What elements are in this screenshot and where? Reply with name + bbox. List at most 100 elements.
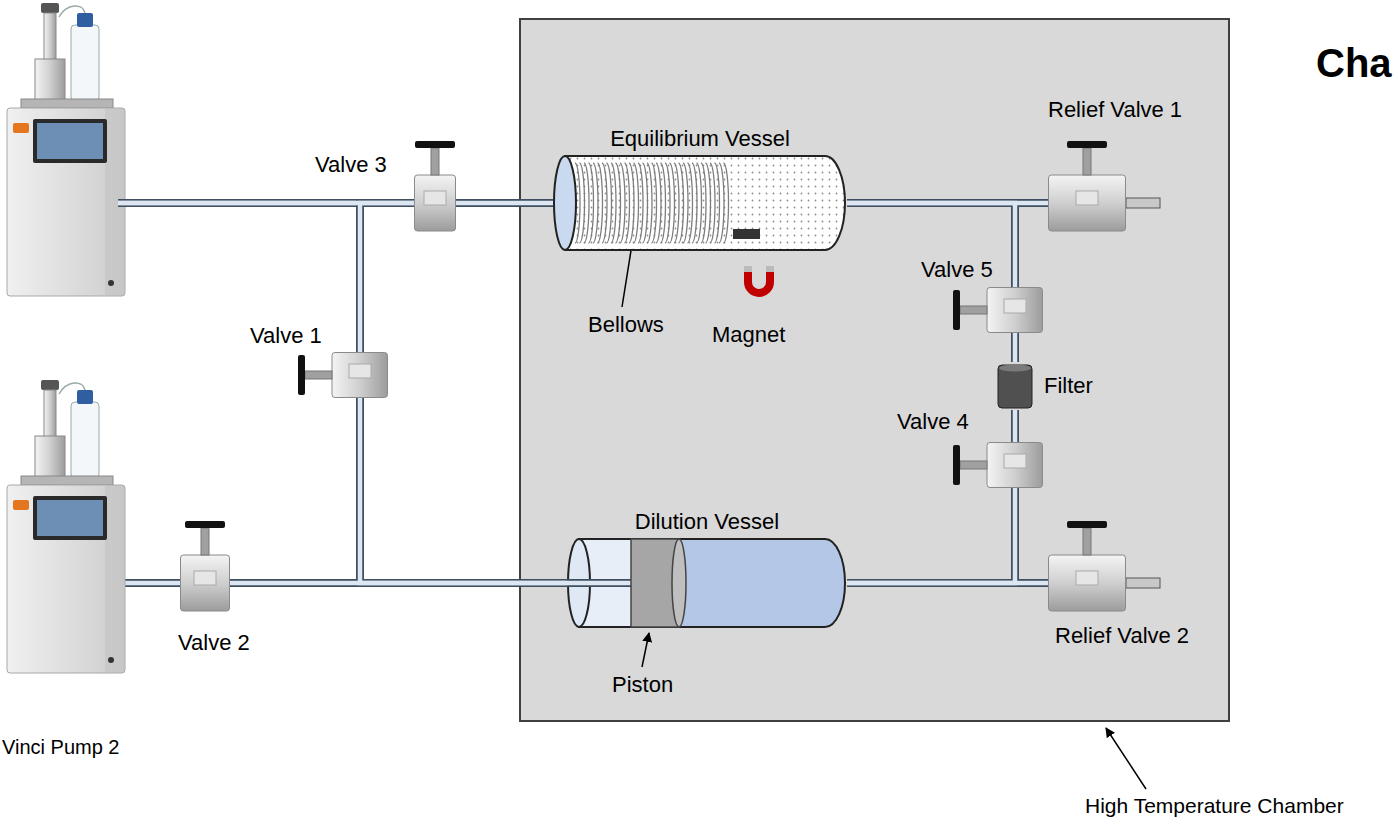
pump-illustration-part <box>71 25 99 101</box>
equilibrium-vessel-symbol-part <box>692 163 697 243</box>
pipe-core <box>847 203 1015 287</box>
valve-symbol-part <box>349 364 371 378</box>
pipe-outline <box>360 203 414 352</box>
relief-valve-symbol-part <box>1049 555 1126 611</box>
relief-valve-symbol-part <box>1067 521 1107 528</box>
valve-symbol-part <box>960 461 987 469</box>
pump-illustration-part <box>13 123 29 133</box>
valve-symbol-part <box>431 148 439 175</box>
dilution-vessel-symbol-part <box>567 581 631 586</box>
pump-illustration-part <box>7 108 125 296</box>
valve-symbol <box>953 442 1043 488</box>
equilibrium-vessel-symbol-part <box>611 163 616 243</box>
equilibrium-vessel-symbol-part <box>616 163 621 243</box>
equilibrium-vessel-symbol-part <box>580 163 585 243</box>
magnet-pole <box>766 266 774 272</box>
equilibrium-vessel-symbol-part <box>634 163 639 243</box>
dilution-vessel: Dilution Vessel <box>567 538 847 628</box>
pipe-core <box>118 201 414 206</box>
equilibrium-vessel-symbol-part <box>589 163 594 243</box>
relief-valve-label: Relief Valve 2 <box>1055 623 1189 648</box>
equilibrium-vessel-symbol <box>553 155 847 251</box>
valve-symbol-part <box>201 528 209 555</box>
pipe <box>847 583 1048 584</box>
equilibrium-vessel: Equilibrium Vessel <box>553 155 847 251</box>
equilibrium-vessel-symbol-part <box>607 163 612 243</box>
equilibrium-vessel-symbol-part <box>638 163 643 243</box>
equilibrium-vessel-symbol-part <box>665 163 670 243</box>
pipe-outline <box>1011 410 1019 442</box>
pump-label: Vinci Pump 2 <box>2 736 119 759</box>
valve-symbol-part <box>987 443 1043 488</box>
valve-symbol <box>953 287 1043 333</box>
pipe-core <box>1013 410 1018 442</box>
equilibrium-vessel-symbol-part <box>688 163 693 243</box>
valve-symbol-part <box>415 175 456 231</box>
relief-valve-symbol <box>1048 141 1126 231</box>
valve-symbol-part <box>424 191 446 205</box>
valve-symbol <box>414 141 456 231</box>
pump-symbol-part <box>41 380 59 390</box>
pipe-core <box>360 203 414 352</box>
relief-valve-symbol-part <box>1083 528 1091 555</box>
pump-symbol <box>5 380 125 675</box>
equilibrium-vessel-symbol-part <box>670 163 675 243</box>
relief-valve-symbol-part <box>1076 191 1098 205</box>
pipe-core <box>118 201 414 206</box>
valve-label: Valve 2 <box>178 630 250 655</box>
equilibrium-vessel-symbol-part <box>697 163 702 243</box>
pipe-outline <box>125 579 180 587</box>
equilibrium-vessel-symbol-part <box>733 229 760 239</box>
equilibrium-vessel-label: Equilibrium Vessel <box>610 126 790 151</box>
relief-valve-symbol-part <box>1067 141 1107 148</box>
equilibrium-vessel-symbol-part <box>683 163 688 243</box>
relief-valve-symbol-part <box>1049 175 1126 231</box>
pump-symbol-part <box>71 402 99 478</box>
equilibrium-vessel-symbol-part <box>652 163 657 243</box>
pipe-outlines <box>125 203 1048 583</box>
pump-illustration-part <box>44 13 56 61</box>
pipe-outline <box>847 579 1048 587</box>
pump-illustration <box>7 3 125 296</box>
equilibrium-vessel-symbol-part <box>647 163 652 243</box>
chamber-box-label: High Temperature Chamber <box>1085 794 1344 818</box>
valve: Valve 3 <box>414 141 456 231</box>
relief-valve-label: Relief Valve 1 <box>1048 97 1182 122</box>
valve-symbol-part <box>953 445 960 485</box>
part-label: Piston <box>612 672 673 697</box>
filter-label: Filter <box>1044 373 1093 398</box>
pump-illustration-part <box>35 59 65 101</box>
valve-symbol-part <box>305 371 332 379</box>
valve: Valve 2 <box>180 521 230 611</box>
pump-symbol-part <box>13 500 29 510</box>
title: Cha <box>1316 40 1392 86</box>
valve-symbol-part <box>194 571 216 585</box>
pipe <box>847 203 1015 287</box>
filter-symbol-part <box>998 365 1032 408</box>
relief-valve-symbol-part <box>1083 148 1091 175</box>
equilibrium-vessel-symbol-part <box>701 163 706 243</box>
relief-valve: Relief Valve 1 <box>1048 141 1126 231</box>
relief-valve-symbol-part <box>1076 571 1098 585</box>
valve-symbol-part <box>987 288 1043 333</box>
pipe-outline <box>360 398 567 583</box>
equilibrium-vessel-symbol-part <box>602 163 607 243</box>
filter-symbol-part <box>999 365 1031 372</box>
pipe-cores <box>118 203 1048 583</box>
equilibrium-vessel-symbol-part <box>554 156 576 250</box>
equilibrium-vessel-symbol-part <box>724 163 729 243</box>
filter-symbol <box>996 362 1034 410</box>
equilibrium-vessel-symbol-part <box>584 163 589 243</box>
pump-illustration-part <box>33 119 107 163</box>
valve-label: Valve 4 <box>897 409 969 434</box>
valve-symbol-part <box>953 290 960 330</box>
dilution-vessel-label: Dilution Vessel <box>635 509 779 534</box>
pump-symbol-part <box>108 657 114 663</box>
equilibrium-vessel-symbol-part <box>598 163 603 243</box>
valve-symbol-part <box>185 521 225 528</box>
relief-valve: Relief Valve 2 <box>1048 521 1126 611</box>
pump-symbol-part <box>35 436 65 478</box>
